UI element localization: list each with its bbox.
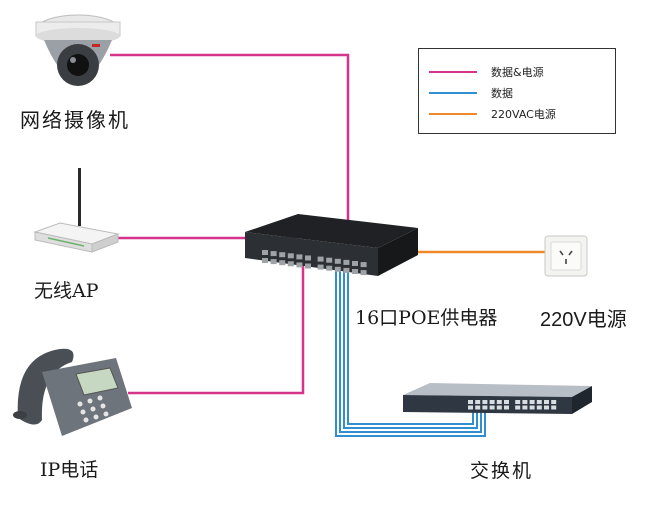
ethernet-port-icon — [496, 400, 502, 404]
ethernet-port-icon — [475, 400, 481, 404]
legend-item-data-power: 数据&电源 — [429, 63, 544, 81]
legend-item-data: 数据 — [429, 84, 513, 102]
ethernet-port-icon — [334, 266, 341, 272]
phone-data-power-line — [128, 265, 305, 395]
legend-label: 数据 — [491, 87, 513, 100]
ethernet-port-icon — [475, 405, 481, 410]
switch-label: 交换机 — [470, 460, 534, 482]
ethernet-port-icon — [352, 269, 358, 274]
wireless-router-icon — [33, 168, 120, 253]
ethernet-port-icon — [504, 405, 509, 410]
ethernet-port-icon — [536, 405, 542, 410]
ap-label: 无线AP — [34, 280, 99, 302]
ethernet-port-icon — [496, 405, 502, 410]
legend-swatch — [429, 71, 477, 73]
ethernet-port-icon — [296, 254, 303, 260]
power-label: 220V电源 — [540, 309, 627, 331]
ethernet-port-icon — [326, 265, 333, 271]
ethernet-port-icon — [522, 405, 528, 410]
poe-label: 16口POE供电器 — [355, 307, 498, 329]
ethernet-port-icon — [279, 260, 286, 266]
legend-swatch — [429, 92, 477, 94]
ethernet-port-icon — [515, 400, 521, 404]
ethernet-port-icon — [468, 405, 473, 410]
ethernet-port-icon — [334, 258, 341, 264]
network-switch-icon — [403, 383, 592, 414]
ethernet-port-icon — [544, 400, 549, 404]
ethernet-port-icon — [296, 262, 303, 268]
ethernet-port-icon — [504, 400, 509, 404]
ethernet-port-icon — [360, 262, 367, 268]
ethernet-port-icon — [489, 405, 495, 410]
dome-camera-icon — [35, 14, 121, 86]
ethernet-port-icon — [482, 405, 488, 410]
ethernet-port-icon — [489, 400, 495, 404]
ethernet-port-icon — [270, 259, 277, 265]
ethernet-port-icon — [343, 267, 350, 273]
legend-label: 数据&电源 — [491, 66, 544, 79]
legend-item-ac-power: 220VAC电源 — [429, 105, 556, 123]
ethernet-port-icon — [468, 400, 473, 404]
ethernet-port-icon — [360, 270, 367, 276]
ethernet-port-icon — [305, 255, 311, 261]
ethernet-port-icon — [287, 261, 294, 267]
ethernet-port-icon — [317, 264, 324, 270]
ethernet-port-icon — [482, 400, 488, 404]
camera-data-power-line — [110, 53, 350, 262]
ethernet-port-icon — [515, 405, 521, 410]
ethernet-port-icon — [262, 250, 268, 255]
camera-label: 网络摄像机 — [20, 108, 130, 132]
ethernet-port-icon — [270, 251, 277, 257]
poe-to-switch-data-lines — [335, 265, 486, 437]
legend-swatch — [429, 113, 477, 115]
ethernet-port-icon — [279, 252, 286, 258]
ethernet-port-icon — [326, 257, 333, 263]
ethernet-port-icon — [343, 259, 350, 265]
ethernet-port-icon — [551, 400, 557, 404]
ethernet-port-icon — [529, 405, 535, 410]
ethernet-port-icon — [551, 405, 557, 410]
wall-socket-icon — [544, 235, 588, 277]
ethernet-port-icon — [529, 400, 535, 404]
ethernet-port-icon — [317, 256, 324, 262]
ethernet-port-icon — [287, 253, 294, 259]
ethernet-port-icon — [536, 400, 542, 404]
legend-label: 220VAC电源 — [491, 108, 556, 121]
phone-label: IP电话 — [40, 459, 99, 481]
legend: 数据&电源 数据 220VAC电源 — [418, 48, 616, 134]
ethernet-port-icon — [305, 263, 311, 269]
ethernet-port-icon — [262, 258, 268, 263]
poe-switch-icon — [245, 214, 418, 276]
ethernet-port-icon — [352, 261, 358, 266]
ethernet-port-icon — [522, 400, 528, 404]
ip-phone-icon — [13, 348, 132, 436]
ethernet-port-icon — [544, 405, 549, 410]
